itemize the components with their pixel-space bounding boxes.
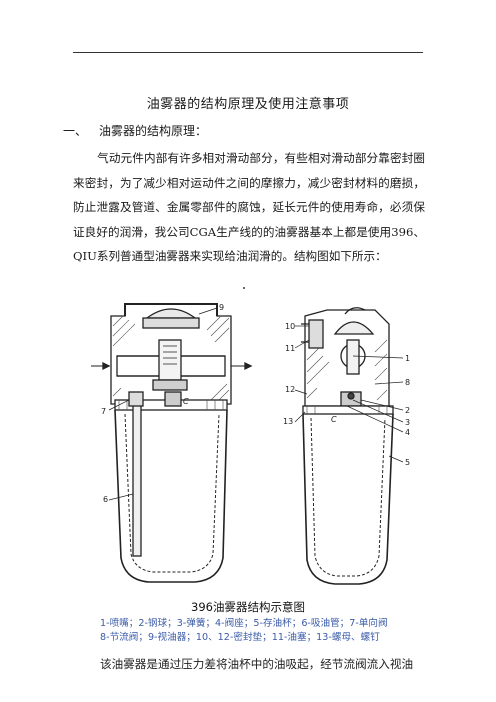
left-callout-c: C xyxy=(183,397,189,406)
right-view xyxy=(294,307,404,585)
left-view: C xyxy=(91,303,253,583)
document-title: 油雾器的结构原理及使用注意事项 xyxy=(146,97,350,112)
figure-caption: 396油雾器结构示意图 xyxy=(191,600,305,614)
legend-line-2: 8-节流阀；9-视油器；10、12-密封垫；11-油塞；13-螺母、螺钉 xyxy=(100,632,380,643)
right-callout-4: 4 xyxy=(405,428,410,437)
right-callout-1: 1 xyxy=(405,354,410,363)
body-paragraph: 气动元件内部有许多相对滑动部分，有些相对滑动部分靠密封圈来密封，为了减少相对运动… xyxy=(73,146,425,269)
left-callout-7: 7 xyxy=(101,407,106,416)
right-callout-12: 12 xyxy=(285,385,295,394)
legend-line-1: 1-喷嘴；2-钢球；3-弹簧；4-阀座；5-存油杯；6-吸油管；7-单向阀 xyxy=(100,618,388,629)
paragraph-text: 气动元件内部有许多相对滑动部分，有些相对滑动部分靠密封圈来密封，为了减少相对运动… xyxy=(73,151,425,264)
right-callout-13: 13 xyxy=(283,417,293,426)
header-rule xyxy=(73,52,423,53)
left-callout-6: 6 xyxy=(103,495,108,504)
left-callout-9: 9 xyxy=(219,303,224,312)
right-callout-11: 11 xyxy=(285,344,295,353)
right-callout-10: 10 xyxy=(285,322,295,331)
continuation-paragraph: 该油雾器是通过压力差将油杯中的油吸起，经节流阀流入视油 xyxy=(100,657,414,671)
right-callout-8: 8 xyxy=(405,378,410,387)
right-callout-c: C xyxy=(331,415,337,424)
section-heading: 一、油雾器的结构原理： xyxy=(63,122,207,139)
right-callout-3: 3 xyxy=(405,418,410,427)
section-number: 一、 xyxy=(63,124,88,138)
figure-legend: 1-喷嘴；2-钢球；3-弹簧；4-阀座；5-存油杯；6-吸油管；7-单向阀 8-… xyxy=(100,617,440,645)
section-title: 油雾器的结构原理： xyxy=(99,124,208,138)
stray-dot xyxy=(243,287,245,289)
lubricator-structure-diagram: C 9 7 6 xyxy=(91,303,410,585)
right-callout-5: 5 xyxy=(405,458,410,467)
right-callout-2: 2 xyxy=(405,406,410,415)
